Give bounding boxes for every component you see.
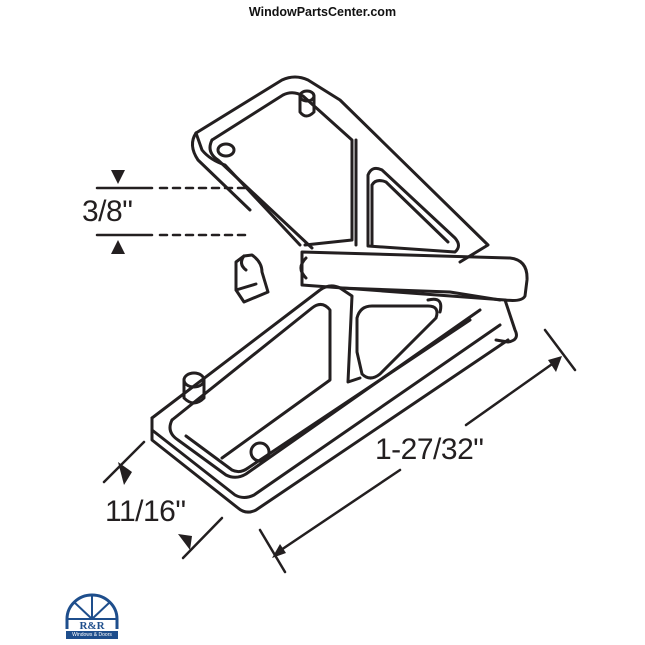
logo-brand: R&R xyxy=(79,620,105,632)
dimension-height-lines xyxy=(95,170,252,254)
arch-window-icon xyxy=(65,593,119,629)
brand-logo: R&R Windows & Doors xyxy=(64,593,124,641)
dimension-width-label: 11/16" xyxy=(105,495,186,528)
hinge-bar xyxy=(234,250,529,344)
upper-arm xyxy=(191,75,490,264)
site-title: WindowPartsCenter.com xyxy=(248,5,397,19)
dimension-width-lines xyxy=(102,440,224,560)
logo-tagline: Windows & Doors xyxy=(66,631,118,639)
lower-arm xyxy=(150,284,510,514)
dimension-length-lines xyxy=(258,328,577,574)
dimension-height-label: 3/8" xyxy=(82,195,133,228)
dimension-length-label: 1-27/32" xyxy=(375,433,484,466)
